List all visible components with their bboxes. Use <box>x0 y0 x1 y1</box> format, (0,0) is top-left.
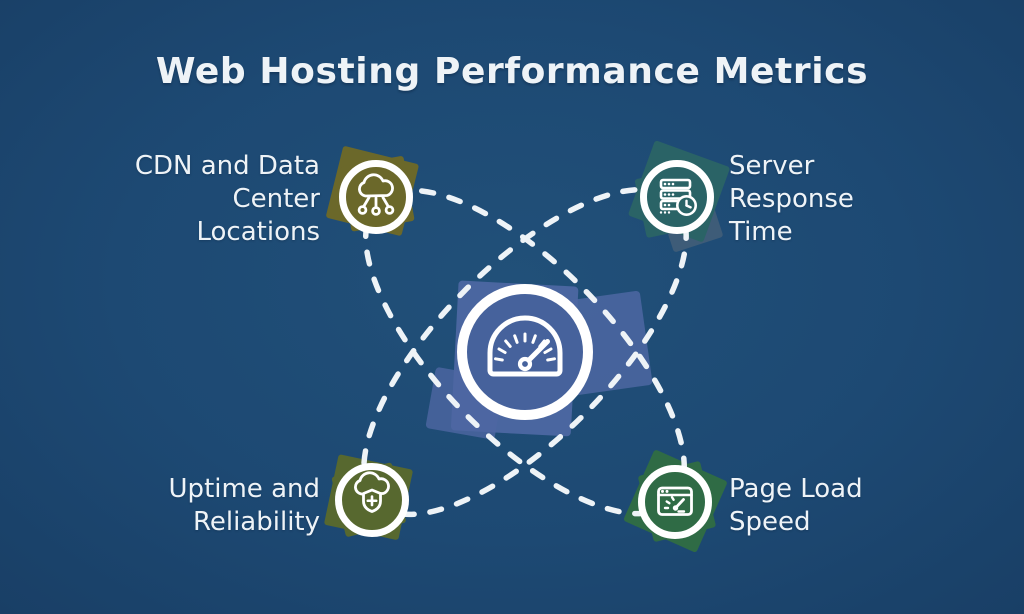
label-uptime: Uptime and Reliability <box>168 474 320 537</box>
browser-speedometer-icon <box>657 486 693 516</box>
server-clock-icon <box>659 178 697 216</box>
gauge-pivot <box>517 356 533 372</box>
label-page-speed: Page Load Speed <box>729 474 863 537</box>
node-uptime <box>335 463 409 537</box>
gauge-needle <box>526 339 550 363</box>
label-server-response: Server Response Time <box>729 151 854 247</box>
performance-gauge-hub <box>457 284 593 420</box>
cloud-network-icon <box>357 173 395 216</box>
node-circle-speed <box>638 465 712 539</box>
center-circle <box>457 284 593 420</box>
label-cdn: CDN and Data Center Locations <box>134 151 320 247</box>
diagram-title: Web Hosting Performance Metrics <box>155 51 869 92</box>
node-page-speed <box>638 465 712 539</box>
node-server-response <box>640 160 714 234</box>
cloud-shield-plus-icon <box>354 471 390 513</box>
speedometer-icon <box>487 315 563 377</box>
node-circle-server <box>640 160 714 234</box>
node-cdn <box>339 160 413 234</box>
